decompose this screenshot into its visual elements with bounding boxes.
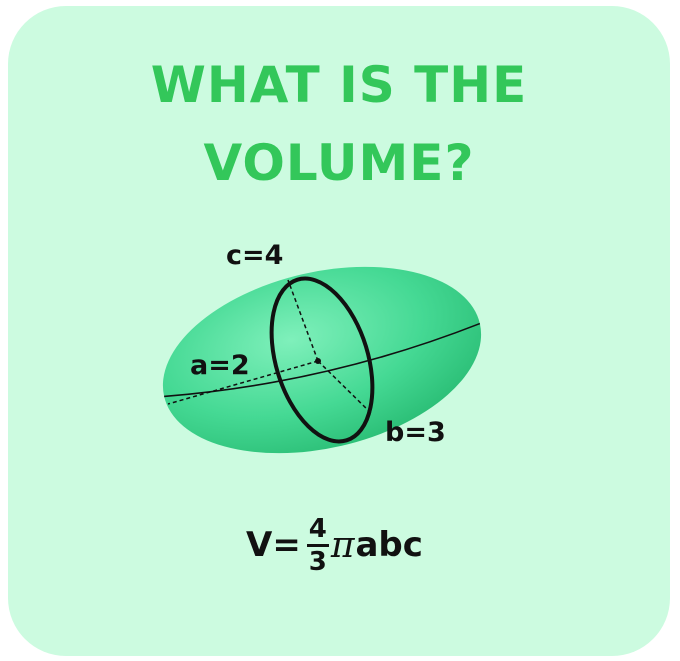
volume-formula: V= 4 3 π abc xyxy=(246,510,423,580)
formula-lhs: V= xyxy=(246,525,301,565)
fraction-numerator: 4 xyxy=(308,513,327,544)
fraction-denominator: 3 xyxy=(308,546,327,577)
ellipsoid-body xyxy=(162,266,482,454)
pi-symbol: π xyxy=(330,524,355,566)
title-line-1: WHAT IS THE xyxy=(150,56,528,114)
label-a: a=2 xyxy=(190,350,250,381)
formula-rest: abc xyxy=(355,525,423,565)
center-point xyxy=(315,358,321,364)
fraction: 4 3 xyxy=(306,513,329,577)
axis-a-dashed xyxy=(167,360,319,405)
cross-section-ring xyxy=(269,276,375,444)
axis-b-dashed xyxy=(317,360,373,415)
label-b: b=3 xyxy=(385,417,446,448)
label-c: c=4 xyxy=(226,240,283,271)
page-title: WHAT IS THE VOLUME? xyxy=(8,46,670,202)
axis-c-dashed xyxy=(287,279,319,362)
fraction-bar xyxy=(306,543,329,547)
title-line-2: VOLUME? xyxy=(203,134,475,192)
